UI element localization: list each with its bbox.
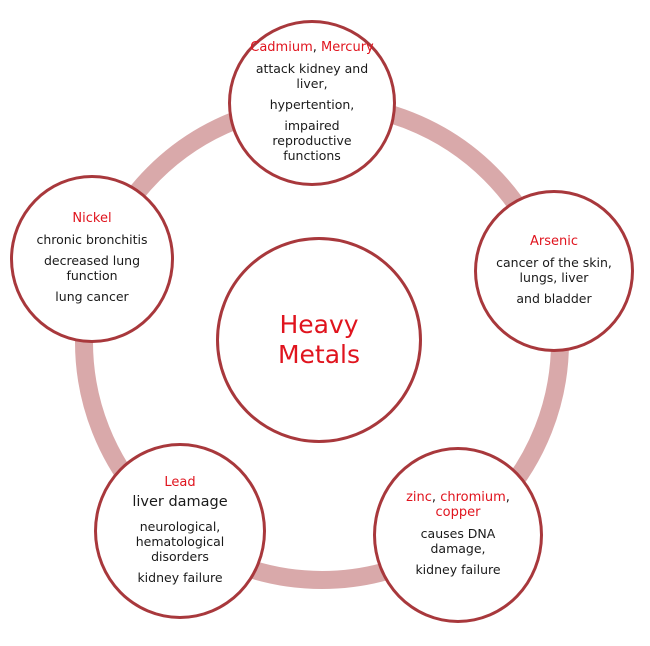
- node-nickel: Nickel chronic bronchitis decreased lung…: [10, 175, 174, 343]
- title-zinc: zinc: [406, 490, 432, 505]
- node-title: Nickel: [72, 211, 112, 226]
- node-arsenic: Arsenic cancer of the skin, lungs, liver…: [474, 190, 634, 352]
- title-chromium: chromium: [440, 490, 506, 505]
- title-separator: ,: [431, 490, 441, 505]
- node-zinc-chromium-copper: zinc, chromium, copper causes DNA damage…: [373, 447, 543, 623]
- effect-text: kidney failure: [137, 569, 223, 585]
- center-label-line1: Heavy: [279, 310, 359, 339]
- effect-text: decreased lung function: [43, 253, 141, 283]
- effect-text: causes DNA damage,: [420, 526, 496, 556]
- center-node-heavy-metals: Heavy Metals: [216, 237, 422, 443]
- title-separator: ,: [505, 490, 510, 505]
- title-cadmium: Cadmium: [250, 40, 313, 55]
- effect-text: neurological, hematological disorders: [135, 518, 225, 564]
- title-separator: ,: [312, 40, 317, 55]
- effect-text: impaired reproductive functions: [272, 118, 352, 163]
- center-label-line2: Metals: [277, 340, 361, 369]
- effect-text: kidney failure: [415, 562, 501, 577]
- node-title: zinc, chromium, copper: [400, 490, 516, 520]
- node-title: Arsenic: [529, 233, 578, 249]
- effect-text: chronic bronchitis: [36, 232, 148, 247]
- node-title: Lead: [164, 474, 196, 490]
- effect-text: and bladder: [516, 290, 592, 306]
- effect-text: attack kidney and liver,: [255, 61, 369, 91]
- effect-text: lung cancer: [55, 289, 129, 304]
- title-mercury: Mercury: [321, 40, 374, 55]
- effect-text: cancer of the skin, lungs, liver: [496, 254, 612, 285]
- node-lead: Lead liver damage neurological, hematolo…: [94, 443, 266, 619]
- node-title: Cadmium, Mercury: [250, 40, 373, 55]
- effect-text: hypertention,: [269, 97, 355, 112]
- effect-text: liver damage: [132, 493, 228, 510]
- node-cadmium-mercury: Cadmium, Mercury attack kidney and liver…: [228, 20, 396, 186]
- title-copper: copper: [435, 505, 481, 520]
